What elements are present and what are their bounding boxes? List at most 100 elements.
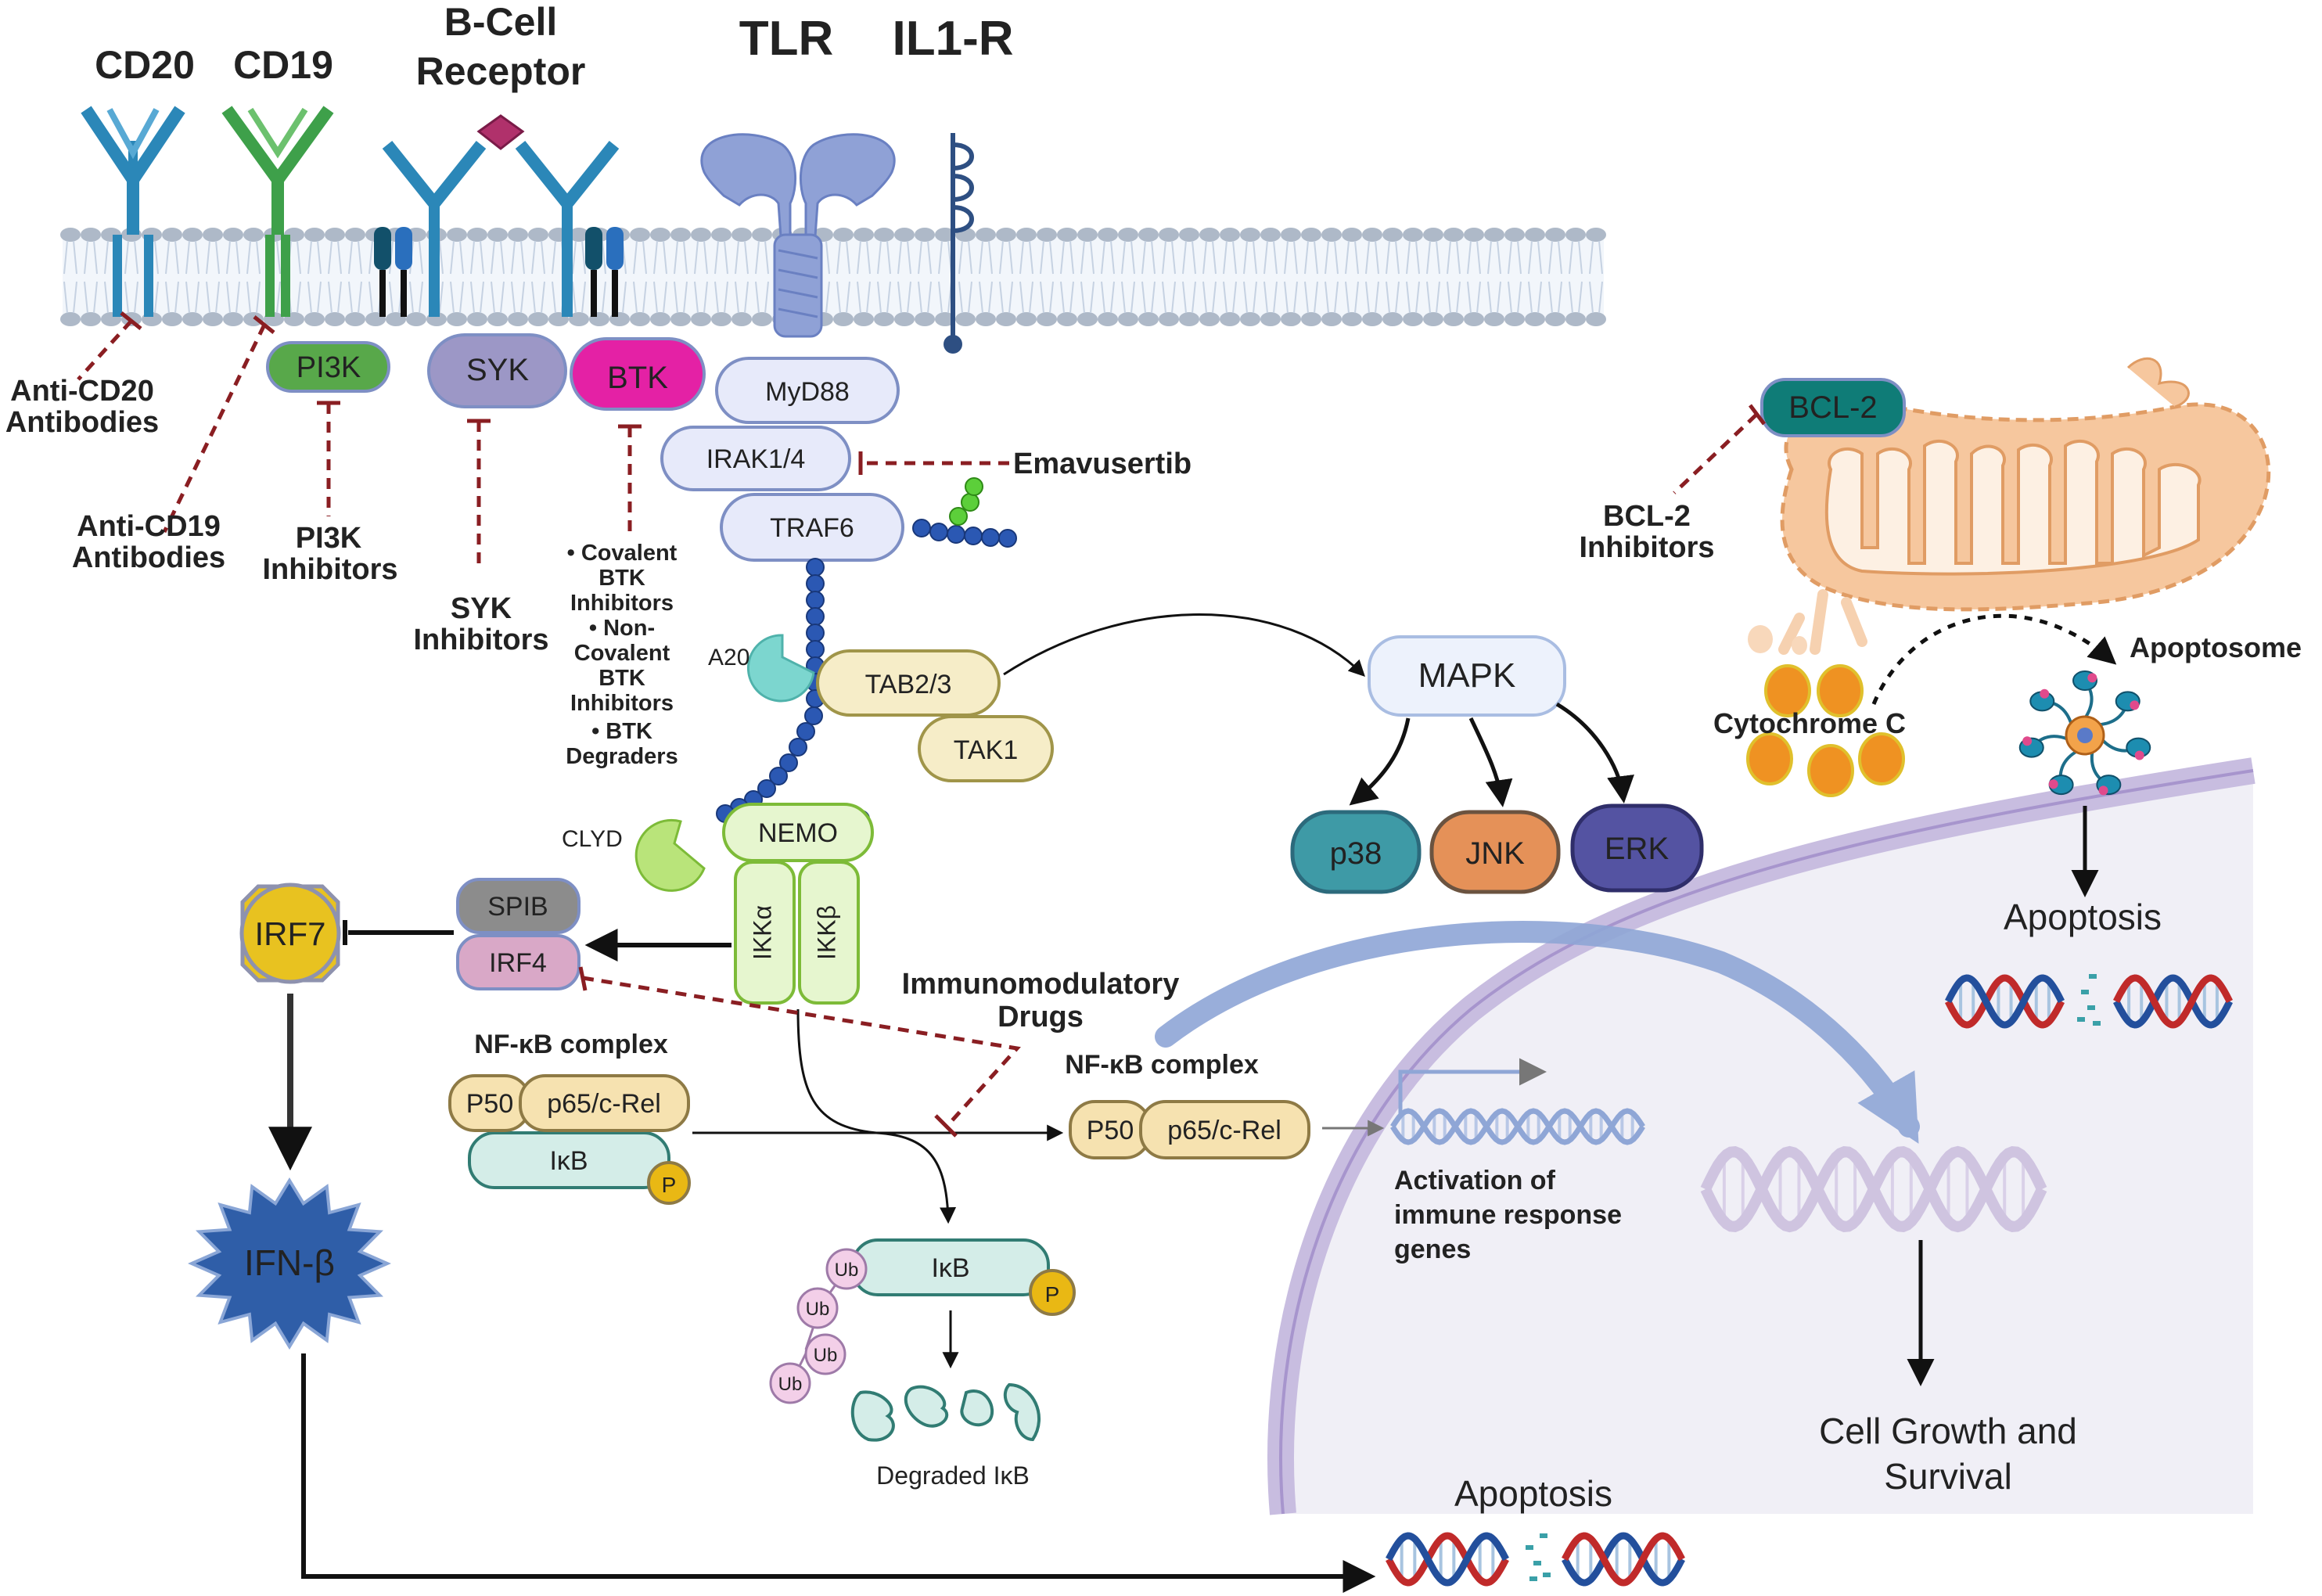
svg-text:BTK: BTK (598, 666, 645, 691)
activation-label-3: genes (1394, 1235, 1471, 1264)
svg-text:IκB: IκB (931, 1253, 969, 1283)
imid-label-2: Drugs (997, 1001, 1084, 1033)
bcl2-inhibitors-label-2: Inhibitors (1579, 531, 1714, 564)
cd20-receptor (81, 106, 185, 317)
irf4-inhibits-irf7 (343, 920, 454, 945)
tab23-node: TAB2/3 (816, 649, 1001, 717)
clyd-enzyme: CLYD (562, 818, 706, 892)
gene-activation-dna: Activation of immune response genes (1390, 1058, 1645, 1264)
svg-text:• Non-: • Non- (589, 616, 655, 641)
irak-node: IRAK1/4 (660, 426, 851, 491)
p38-node: p38 (1290, 810, 1422, 894)
svg-text:SPIB: SPIB (487, 892, 548, 922)
svg-text:IRF7: IRF7 (254, 915, 325, 952)
svg-text:• BTK: • BTK (591, 719, 652, 744)
spib-node: SPIB (456, 878, 580, 934)
nfkb-to-dna-arrow (1155, 921, 1920, 1144)
syk-node: SYK (427, 333, 567, 408)
irf7-node: IRF7 (239, 882, 341, 984)
nfkb-complex-label-right: NF-κB complex (1065, 1050, 1259, 1080)
mapk-node: MAPK (1368, 635, 1566, 717)
cd20-label: CD20 (95, 43, 195, 87)
bcl2-inhibitors-label-1: BCL-2 (1603, 500, 1691, 533)
svg-text:• Covalent: • Covalent (567, 541, 678, 566)
svg-text:Ub: Ub (806, 1299, 830, 1320)
btk-node: BTK (570, 337, 706, 411)
svg-text:p65/c-Rel: p65/c-Rel (547, 1089, 661, 1119)
nfkb-complex-left: IκB P50 p65/c-Rel P (448, 1074, 691, 1205)
svg-text:BCL-2: BCL-2 (1788, 390, 1877, 425)
emavusertib-label: Emavusertib (1013, 448, 1192, 480)
ifnb-starburst: IFN-β (188, 1177, 391, 1350)
irf4-node: IRF4 (456, 934, 580, 990)
tlr-receptor (700, 133, 896, 338)
svg-text:Inhibitors: Inhibitors (570, 691, 674, 716)
traf6-node: TRAF6 (720, 493, 904, 562)
myd88-node: MyD88 (715, 357, 900, 424)
pi3k-inhibitors-label-2: Inhibitors (262, 553, 397, 586)
apoptosome-complex (2018, 670, 2151, 796)
svg-text:IKKα: IKKα (748, 905, 776, 960)
bcr-label-line1: B-Cell (444, 0, 557, 44)
svg-text:Covalent: Covalent (574, 641, 670, 666)
svg-text:BTK: BTK (607, 361, 668, 395)
cytochrome-c-molecules (1746, 625, 1905, 797)
erk-node: ERK (1570, 803, 1704, 893)
svg-text:BTK: BTK (598, 566, 645, 591)
svg-text:TAB2/3: TAB2/3 (865, 670, 952, 699)
svg-text:P: P (662, 1173, 677, 1197)
nemo-node: NEMO (722, 803, 874, 862)
degraded-ikb-label: Degraded IκB (876, 1461, 1030, 1490)
il1r-receptor (944, 133, 974, 354)
cd19-label: CD19 (233, 43, 333, 87)
fragmented-dna-bottom (1386, 1532, 1685, 1587)
ifnb-to-apoptosis-arrow (301, 1353, 1376, 1593)
svg-text:MyD88: MyD88 (765, 377, 850, 407)
svg-text:IRF4: IRF4 (489, 948, 547, 978)
b-cell-receptor (374, 114, 624, 317)
fragmented-dna-right (1944, 974, 2234, 1029)
svg-text:Ub: Ub (835, 1260, 859, 1281)
il1r-label: IL1-R (893, 12, 1014, 66)
pi3k-node: PI3K (266, 341, 390, 393)
svg-text:Inhibitors: Inhibitors (570, 591, 674, 616)
btk-inhibitors-list: • Covalent BTK Inhibitors • Non- Covalen… (566, 541, 678, 769)
ubiquitinated-ikb: IκB P Ub Ub Ub Ub (769, 1238, 1076, 1404)
anti-cd19-label-1: Anti-CD19 (77, 510, 221, 543)
svg-text:NEMO: NEMO (758, 818, 838, 848)
syk-inhibitors-label-1: SYK (451, 592, 512, 625)
a20-enzyme: A20 (708, 634, 815, 703)
tab-to-mapk-arrow (1003, 613, 1365, 677)
a20-label: A20 (708, 645, 749, 670)
mapk-to-p38-arrow (1349, 717, 1411, 806)
svg-text:ERK: ERK (1605, 832, 1670, 866)
cytochrome-to-apoptosome-arrow (1871, 613, 2117, 705)
svg-text:JNK: JNK (1465, 836, 1525, 871)
polyubiquitin-chain (716, 477, 1017, 870)
nuclear-dna (1700, 1145, 2047, 1233)
nucleus (1267, 757, 2256, 1515)
clyd-label: CLYD (562, 826, 623, 852)
svg-text:TAK1: TAK1 (954, 735, 1019, 765)
inhibition-bars (120, 311, 1766, 1138)
nfkb-complex-label-left: NF-κB complex (474, 1030, 668, 1059)
tlr-label: TLR (739, 12, 834, 66)
svg-text:P50: P50 (466, 1089, 514, 1119)
svg-text:Ub: Ub (778, 1374, 803, 1395)
syk-inhibitors-label-2: Inhibitors (413, 624, 548, 656)
svg-text:P50: P50 (1087, 1116, 1134, 1145)
activation-label-2: immune response (1394, 1200, 1622, 1230)
tak1-node: TAK1 (918, 715, 1054, 782)
svg-text:TRAF6: TRAF6 (770, 513, 854, 543)
apoptosome-label: Apoptosome (2130, 631, 2302, 663)
growth-label-1: Cell Growth and (1819, 1411, 2077, 1451)
ikkb-node: IKKβ (798, 861, 860, 1005)
svg-text:IκB: IκB (549, 1146, 588, 1176)
svg-text:MAPK: MAPK (1418, 656, 1516, 695)
apoptosis-label-right: Apoptosis (2004, 897, 2162, 937)
svg-text:p38: p38 (1330, 836, 1382, 871)
mapk-to-jnk-arrow (1468, 717, 1513, 807)
bcr-label-line2: Receptor (416, 49, 586, 93)
svg-text:IRAK1/4: IRAK1/4 (706, 444, 806, 474)
nfkb-complex-right: P50 p65/c-Rel (1069, 1100, 1310, 1159)
